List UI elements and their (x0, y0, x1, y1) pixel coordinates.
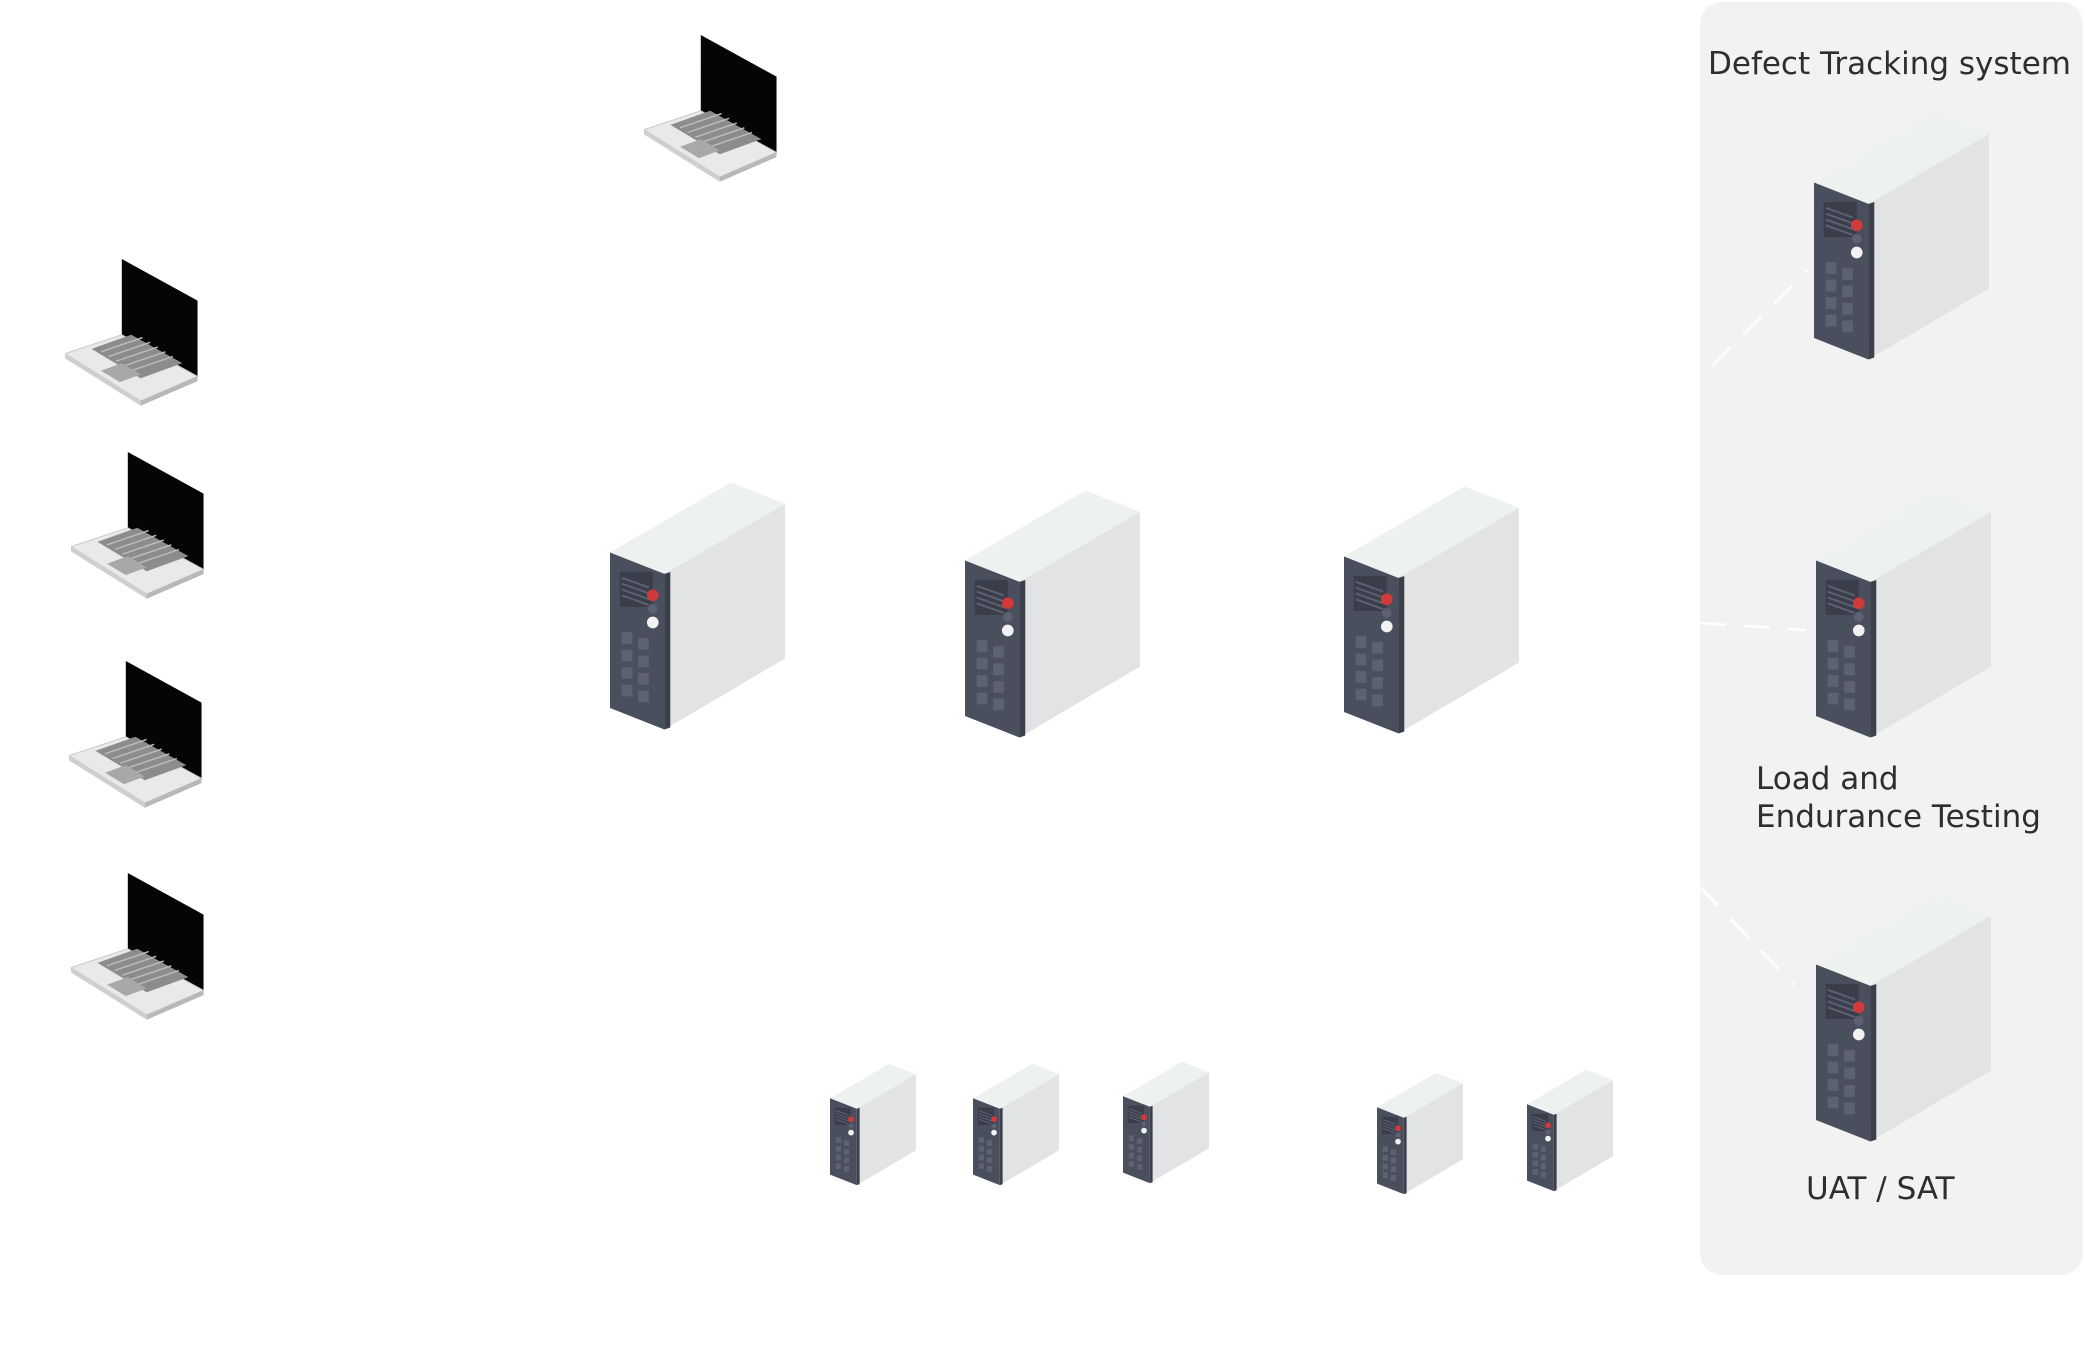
load-label-line1: Load and (1756, 761, 1899, 797)
uat-sat-label: UAT / SAT (1806, 1171, 1955, 1207)
laptop-icon (69, 656, 211, 808)
load-label-line2: Endurance Testing (1756, 799, 2041, 835)
server-tower-icon (1816, 485, 1991, 741)
defect-tracking-label: Defect Tracking system (1708, 46, 2071, 82)
server-tower-icon (1814, 107, 1989, 363)
laptop-icon (71, 447, 213, 599)
server-tower-icon (1344, 481, 1519, 737)
laptop-icon (65, 254, 207, 406)
laptop-icon (71, 868, 213, 1020)
server-tower-icon (973, 1061, 1059, 1187)
server-tower-icon (965, 485, 1140, 741)
server-tower-icon (1377, 1070, 1463, 1196)
laptop-icon (644, 30, 786, 182)
server-tower-icon (610, 477, 785, 733)
server-tower-icon (830, 1061, 916, 1187)
server-tower-icon (1816, 889, 1991, 1145)
server-tower-icon (1123, 1059, 1209, 1185)
load-endurance-label: Load and Endurance Testing (1756, 760, 2041, 836)
server-tower-icon (1527, 1067, 1613, 1193)
